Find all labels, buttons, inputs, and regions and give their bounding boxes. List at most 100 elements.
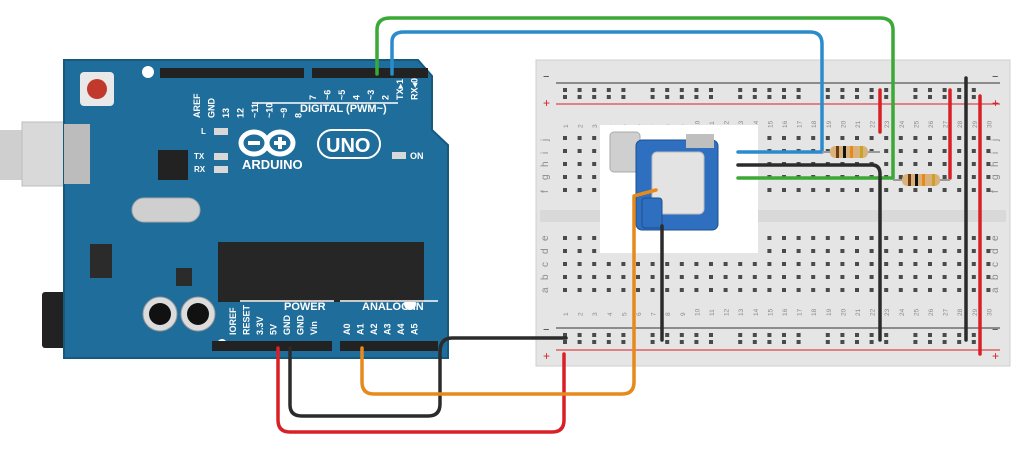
rail-hole[interactable] [869,95,874,99]
breadboard-hole[interactable] [913,188,918,192]
breadboard-hole[interactable] [592,149,597,153]
breadboard-hole[interactable] [782,249,786,253]
breadboard-hole[interactable] [928,249,932,253]
wire-green[interactable] [375,16,895,180]
breadboard-hole[interactable] [796,188,801,192]
breadboard-hole[interactable] [986,188,991,192]
breadboard-hole[interactable] [898,188,903,192]
breadboard-hole[interactable] [767,236,772,240]
rail-hole[interactable] [665,95,670,99]
breadboard-hole[interactable] [898,175,903,179]
breadboard-hole[interactable] [957,288,962,292]
rail-hole[interactable] [694,95,699,99]
rail-hole[interactable] [650,88,655,92]
breadboard-hole[interactable] [679,262,684,266]
breadboard-hole[interactable] [782,236,786,240]
breadboard-hole[interactable] [986,236,991,240]
rail-hole[interactable] [577,95,582,99]
rail-hole[interactable] [665,333,670,337]
rail-hole[interactable] [942,88,947,92]
breadboard-hole[interactable] [679,275,684,279]
rail-hole[interactable] [869,340,874,344]
breadboard-hole[interactable] [606,288,611,292]
breadboard-hole[interactable] [738,275,743,279]
rail-hole[interactable] [855,95,859,99]
breadboard-hole[interactable] [928,236,932,240]
breadboard-hole[interactable] [986,162,991,166]
breadboard-hole[interactable] [898,249,903,253]
rail-hole[interactable] [738,88,743,92]
rail-hole[interactable] [957,95,962,99]
breadboard-hole[interactable] [986,262,991,266]
breadboard-hole[interactable] [898,236,903,240]
breadboard-hole[interactable] [869,262,874,266]
breadboard-hole[interactable] [884,149,889,153]
breadboard-hole[interactable] [855,275,859,279]
rail-hole[interactable] [957,333,962,337]
breadboard-hole[interactable] [738,288,743,292]
rail-hole[interactable] [694,88,699,92]
rail-hole[interactable] [767,340,772,344]
breadboard-hole[interactable] [577,175,582,179]
breadboard-hole[interactable] [971,175,976,179]
breadboard-hole[interactable] [957,275,962,279]
rail-hole[interactable] [840,88,845,92]
breadboard-hole[interactable] [913,288,918,292]
breadboard-hole[interactable] [606,275,611,279]
breadboard-hole[interactable] [971,288,976,292]
breadboard-hole[interactable] [986,288,991,292]
breadboard-hole[interactable] [752,275,757,279]
rail-hole[interactable] [577,333,582,337]
breadboard-hole[interactable] [811,288,816,292]
breadboard-hole[interactable] [782,136,786,140]
breadboard-hole[interactable] [913,149,918,153]
breadboard-hole[interactable] [694,288,699,292]
breadboard-hole[interactable] [650,288,655,292]
breadboard-hole[interactable] [811,236,816,240]
breadboard-hole[interactable] [767,188,772,192]
rail-hole[interactable] [650,333,655,337]
breadboard-hole[interactable] [942,275,947,279]
breadboard-hole[interactable] [723,288,728,292]
rail-hole[interactable] [942,340,947,344]
breadboard-hole[interactable] [563,175,567,179]
breadboard-hole[interactable] [840,262,845,266]
breadboard-hole[interactable] [767,262,772,266]
rail-hole[interactable] [825,88,830,92]
breadboard-hole[interactable] [869,288,874,292]
rail-hole[interactable] [971,333,976,337]
breadboard-hole[interactable] [796,249,801,253]
breadboard-hole[interactable] [665,288,670,292]
breadboard-hole[interactable] [811,275,816,279]
breadboard-hole[interactable] [577,249,582,253]
rail-hole[interactable] [621,340,626,344]
breadboard-hole[interactable] [840,275,845,279]
breadboard-hole[interactable] [563,162,567,166]
breadboard-hole[interactable] [563,136,567,140]
breadboard-hole[interactable] [650,262,655,266]
wire-red[interactable] [276,346,566,434]
breadboard-hole[interactable] [913,162,918,166]
breadboard-hole[interactable] [796,262,801,266]
rail-hole[interactable] [752,340,757,344]
breadboard-hole[interactable] [577,162,582,166]
breadboard-hole[interactable] [869,249,874,253]
breadboard-hole[interactable] [840,188,845,192]
rail-hole[interactable] [650,340,655,344]
breadboard-hole[interactable] [928,149,932,153]
rail-hole[interactable] [767,88,772,92]
breadboard-hole[interactable] [782,275,786,279]
breadboard-hole[interactable] [898,262,903,266]
breadboard-hole[interactable] [621,288,626,292]
breadboard-hole[interactable] [577,288,582,292]
rail-hole[interactable] [796,333,801,337]
breadboard-hole[interactable] [957,188,962,192]
breadboard-hole[interactable] [942,249,947,253]
rail-hole[interactable] [621,95,626,99]
rail-hole[interactable] [957,340,962,344]
breadboard-hole[interactable] [767,275,772,279]
breadboard-hole[interactable] [709,262,713,266]
rail-hole[interactable] [606,95,611,99]
breadboard-hole[interactable] [752,288,757,292]
breadboard-hole[interactable] [796,236,801,240]
